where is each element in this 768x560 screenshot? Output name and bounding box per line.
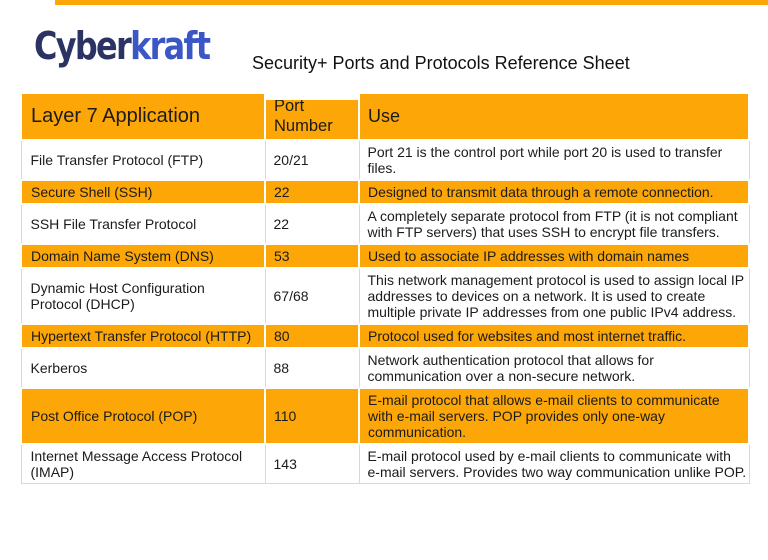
app-cell: Kerberos <box>20 347 266 389</box>
use-cell: A completely separate protocol from FTP … <box>358 203 750 245</box>
port-cell: 20/21 <box>264 139 360 181</box>
top-accent-bar <box>55 0 768 5</box>
port-cell: 80 <box>264 323 360 349</box>
use-cell: Designed to transmit data through a remo… <box>358 179 750 205</box>
logo-part-kraft: kraft <box>130 24 211 68</box>
ports-protocols-table: Layer 7 Application Port Number Use File… <box>20 94 750 484</box>
port-header-gap <box>265 94 359 100</box>
port-cell: 22 <box>264 203 360 245</box>
column-header-port-number: Port Number <box>264 94 360 141</box>
app-cell: Post Office Protocol (POP) <box>20 387 266 445</box>
use-cell: E-mail protocol used by e-mail clients t… <box>358 443 750 484</box>
table-header-row: Layer 7 Application Port Number Use <box>20 94 750 141</box>
port-cell: 22 <box>264 179 360 205</box>
port-cell: 67/68 <box>264 267 360 325</box>
use-cell: This network management protocol is used… <box>358 267 750 325</box>
logo-part-cyber: Cyber <box>34 24 132 68</box>
app-cell: Internet Message Access Protocol (IMAP) <box>20 443 266 484</box>
app-cell: File Transfer Protocol (FTP) <box>20 139 266 181</box>
cyberkraft-logo: Cyberkraft <box>34 24 211 68</box>
column-header-layer7-application: Layer 7 Application <box>20 94 266 141</box>
table-row: Dynamic Host Configuration Protocol (DHC… <box>20 267 750 325</box>
app-cell: Secure Shell (SSH) <box>20 179 266 205</box>
app-cell: Dynamic Host Configuration Protocol (DHC… <box>20 267 266 325</box>
page-title: Security+ Ports and Protocols Reference … <box>252 53 630 73</box>
port-cell: 88 <box>264 347 360 389</box>
use-cell: Protocol used for websites and most inte… <box>358 323 750 349</box>
app-cell: SSH File Transfer Protocol <box>20 203 266 245</box>
port-cell: 143 <box>264 443 360 484</box>
app-cell: Domain Name System (DNS) <box>20 243 266 269</box>
port-cell: 110 <box>264 387 360 445</box>
table-row: Internet Message Access Protocol (IMAP)1… <box>20 443 750 484</box>
use-cell: Port 21 is the control port while port 2… <box>358 139 750 181</box>
port-cell: 53 <box>264 243 360 269</box>
use-cell: E-mail protocol that allows e-mail clien… <box>358 387 750 445</box>
column-header-use: Use <box>358 94 750 141</box>
app-cell: Hypertext Transfer Protocol (HTTP) <box>20 323 266 349</box>
use-cell: Network authentication protocol that all… <box>358 347 750 389</box>
use-cell: Used to associate IP addresses with doma… <box>358 243 750 269</box>
